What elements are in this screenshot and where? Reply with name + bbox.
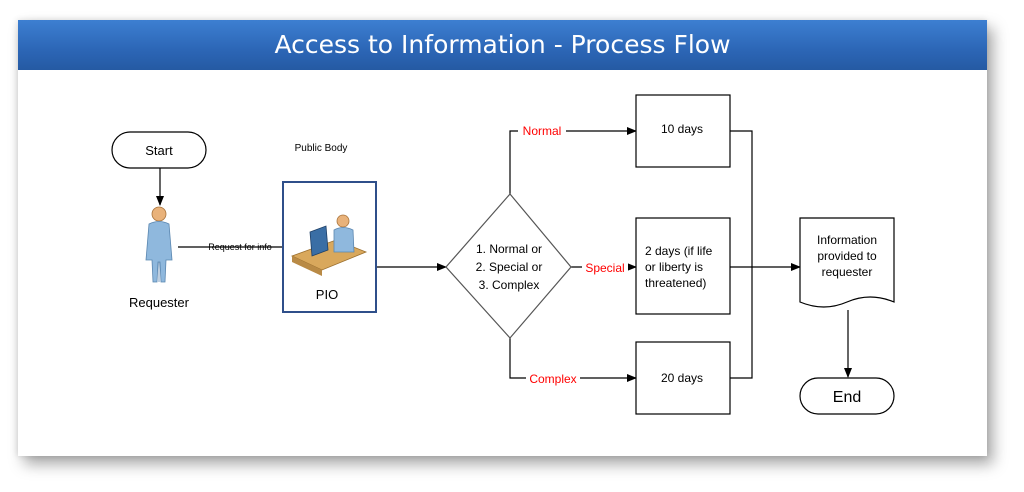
page-title: Access to Information - Process Flow bbox=[18, 20, 987, 70]
special-2-days-box: 2 days (if life or liberty is threatened… bbox=[635, 217, 731, 315]
decision-line-3: 3. Complex bbox=[479, 278, 540, 292]
complex-branch-label: Complex bbox=[529, 372, 576, 386]
decision-line-1: 1. Normal or bbox=[476, 242, 542, 256]
pio-label: PIO bbox=[316, 287, 338, 302]
computer-icon bbox=[309, 225, 329, 257]
normal-branch-arrow bbox=[509, 127, 637, 194]
information-line-3: requester bbox=[822, 265, 873, 279]
special-box-line-1: 2 days (if life bbox=[645, 244, 713, 258]
decision-line-2: 2. Special or bbox=[476, 260, 543, 274]
complex-branch-arrow bbox=[509, 338, 637, 382]
slide: Access to Information - Process Flow Sta… bbox=[18, 20, 987, 456]
normal-10-days-box: 10 days bbox=[635, 94, 731, 168]
complex-box-label: 20 days bbox=[661, 371, 703, 385]
special-box-line-3: threatened) bbox=[645, 276, 706, 290]
start-label: Start bbox=[145, 143, 173, 158]
end-node: End bbox=[799, 377, 895, 415]
information-line-1: Information bbox=[817, 233, 877, 247]
normal-branch-label: Normal bbox=[523, 124, 562, 138]
requester-label: Requester bbox=[129, 295, 190, 310]
pio-box: PIO bbox=[282, 181, 377, 313]
normal-merge-line bbox=[730, 130, 753, 379]
connectors bbox=[156, 127, 852, 382]
special-box-line-2: or liberty is bbox=[645, 260, 703, 274]
request-for-info-label: Request for info bbox=[208, 242, 272, 252]
process-flow-diagram: Start Requester Request for info Public … bbox=[111, 94, 895, 415]
special-branch-label: Special bbox=[585, 261, 624, 275]
normal-box-label: 10 days bbox=[661, 122, 703, 136]
end-label: End bbox=[833, 389, 861, 406]
requester-person-icon bbox=[145, 206, 173, 283]
information-line-2: provided to bbox=[817, 249, 877, 263]
complex-20-days-box: 20 days bbox=[635, 341, 731, 415]
public-body-label: Public Body bbox=[295, 143, 348, 154]
information-document: Information provided to requester bbox=[799, 217, 895, 308]
start-node: Start bbox=[111, 131, 207, 169]
decision-diamond: 1. Normal or 2. Special or 3. Complex bbox=[445, 193, 572, 339]
